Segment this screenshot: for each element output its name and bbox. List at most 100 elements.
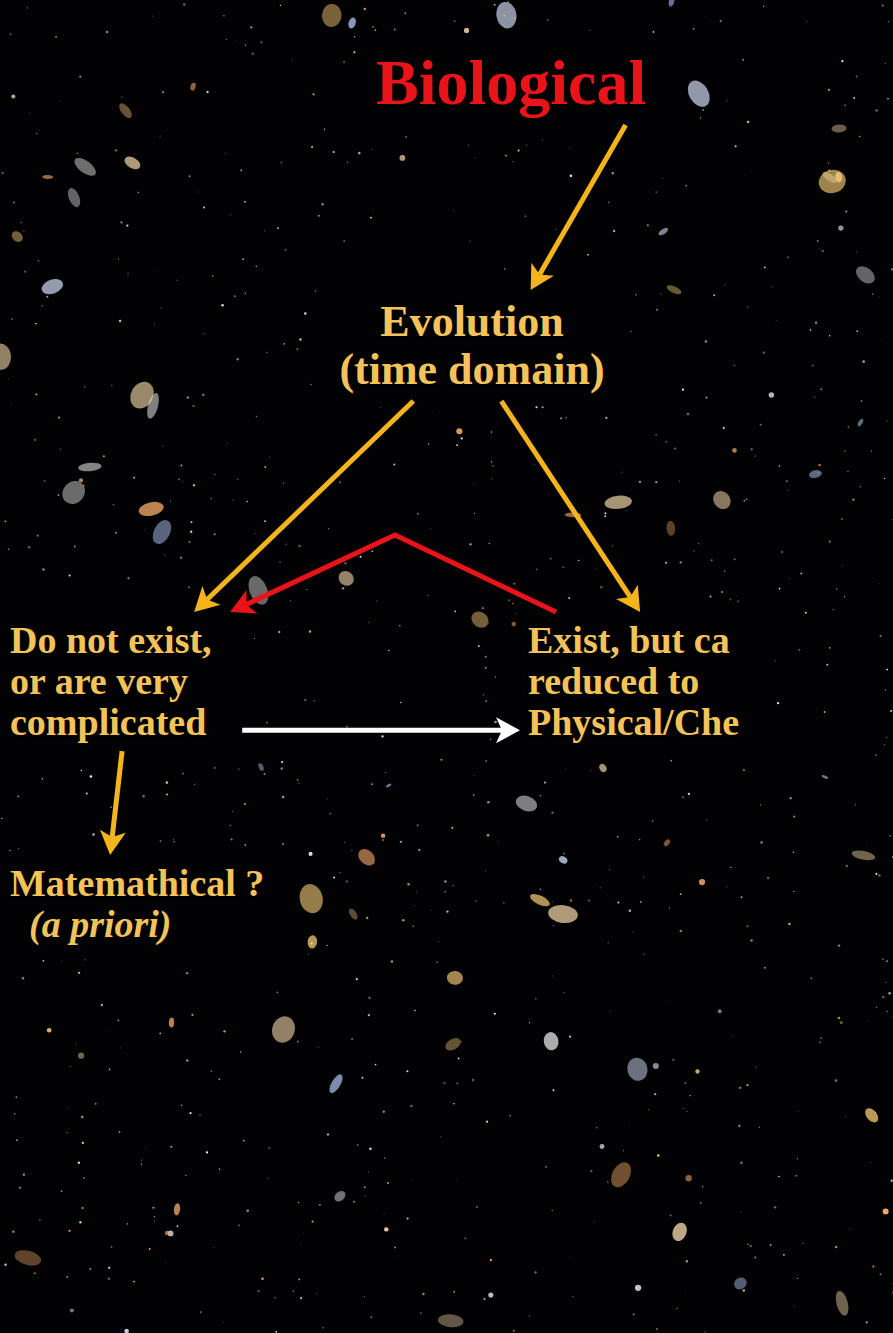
- star-dot: [281, 761, 283, 763]
- star-dot: [70, 1308, 74, 1312]
- star-dot: [690, 1095, 691, 1096]
- galaxy-blob: [670, 1220, 690, 1243]
- star-dot: [888, 21, 890, 23]
- star-dot: [483, 694, 484, 695]
- star-dot: [298, 783, 299, 784]
- star-dot: [760, 804, 761, 805]
- star-dot: [137, 192, 139, 194]
- star-dot: [609, 869, 610, 870]
- star-dot: [160, 840, 162, 842]
- star-dot: [327, 1134, 329, 1136]
- star-dot: [78, 1053, 84, 1059]
- star-dot: [795, 1175, 797, 1177]
- star-dot: [39, 1219, 40, 1220]
- star-dot: [886, 669, 888, 671]
- star-dot: [746, 1084, 748, 1086]
- star-dot: [589, 29, 590, 30]
- star-dot: [670, 760, 672, 762]
- star-dot: [398, 1255, 400, 1257]
- star-dot: [189, 1112, 191, 1114]
- star-dot: [61, 1190, 63, 1192]
- star-dot: [303, 1232, 305, 1234]
- star-dot: [57, 494, 59, 496]
- arrow-connector: [230, 535, 556, 614]
- galaxy-blob: [528, 891, 551, 908]
- star-dot: [75, 1043, 77, 1045]
- star-dot: [354, 36, 355, 37]
- star-dot: [838, 944, 840, 946]
- star-dot: [78, 1162, 80, 1164]
- star-dot: [769, 392, 774, 397]
- star-dot: [607, 942, 608, 943]
- star-dot: [285, 543, 286, 544]
- star-dot: [786, 481, 788, 483]
- star-dot: [166, 793, 168, 795]
- star-dot: [245, 45, 246, 46]
- star-dot: [343, 240, 345, 242]
- star-dot: [788, 923, 790, 925]
- star-dot: [553, 976, 554, 977]
- star-dot: [787, 256, 788, 257]
- star-dot: [411, 1179, 413, 1181]
- label-text: Do not exist, or are very complicated: [10, 620, 234, 743]
- star-dot: [737, 600, 738, 601]
- star-dot: [886, 420, 887, 421]
- star-dot: [688, 793, 690, 795]
- star-dot: [560, 417, 562, 419]
- star-dot: [632, 931, 633, 932]
- star-dot: [485, 656, 487, 658]
- star-dot: [309, 630, 311, 632]
- galaxy-blob: [117, 101, 134, 120]
- star-dot: [495, 676, 496, 677]
- star-dot: [778, 1176, 779, 1177]
- galaxy-blob: [0, 343, 12, 371]
- star-dot: [280, 767, 283, 770]
- star-dot: [444, 880, 447, 883]
- star-dot: [227, 442, 228, 443]
- star-dot: [170, 500, 171, 501]
- star-dot: [836, 588, 838, 590]
- star-dot: [422, 1293, 425, 1296]
- star-dot: [242, 258, 244, 260]
- star-dot: [304, 699, 306, 701]
- star-dot: [387, 1182, 389, 1184]
- star-dot: [278, 631, 280, 633]
- star-dot: [508, 599, 510, 601]
- star-dot: [315, 290, 316, 291]
- star-dot: [368, 1014, 370, 1016]
- star-dot: [200, 1311, 202, 1313]
- star-dot: [604, 512, 606, 514]
- star-dot: [680, 930, 682, 932]
- star-dot: [841, 518, 843, 520]
- star-dot: [66, 1276, 68, 1278]
- star-dot: [565, 768, 567, 770]
- arrowhead: [230, 590, 257, 614]
- galaxy-blob: [834, 1290, 851, 1317]
- star-dot: [444, 891, 445, 892]
- star-dot: [119, 1047, 121, 1049]
- star-dot: [142, 795, 144, 797]
- star-dot: [845, 210, 848, 213]
- star-dot: [878, 296, 879, 297]
- star-dot: [298, 1202, 299, 1203]
- star-dot: [381, 735, 383, 737]
- star-dot: [805, 612, 807, 614]
- galaxy-blob: [831, 124, 847, 133]
- star-dot: [279, 561, 280, 562]
- galaxy-blob: [173, 1203, 181, 1216]
- star-dot: [529, 1022, 530, 1023]
- star-dot: [829, 541, 831, 543]
- star-dot: [754, 1257, 756, 1259]
- star-dot: [244, 201, 246, 203]
- star-dot: [833, 609, 834, 610]
- star-dot: [152, 1207, 154, 1209]
- star-dot: [77, 152, 79, 154]
- star-dot: [82, 1142, 84, 1144]
- arrowhead: [100, 830, 126, 855]
- star-dot: [318, 215, 320, 217]
- galaxy-blob: [58, 476, 90, 508]
- galaxy-blob: [862, 1106, 880, 1125]
- star-dot: [653, 31, 655, 33]
- star-dot: [141, 1165, 142, 1166]
- star-dot: [35, 323, 37, 325]
